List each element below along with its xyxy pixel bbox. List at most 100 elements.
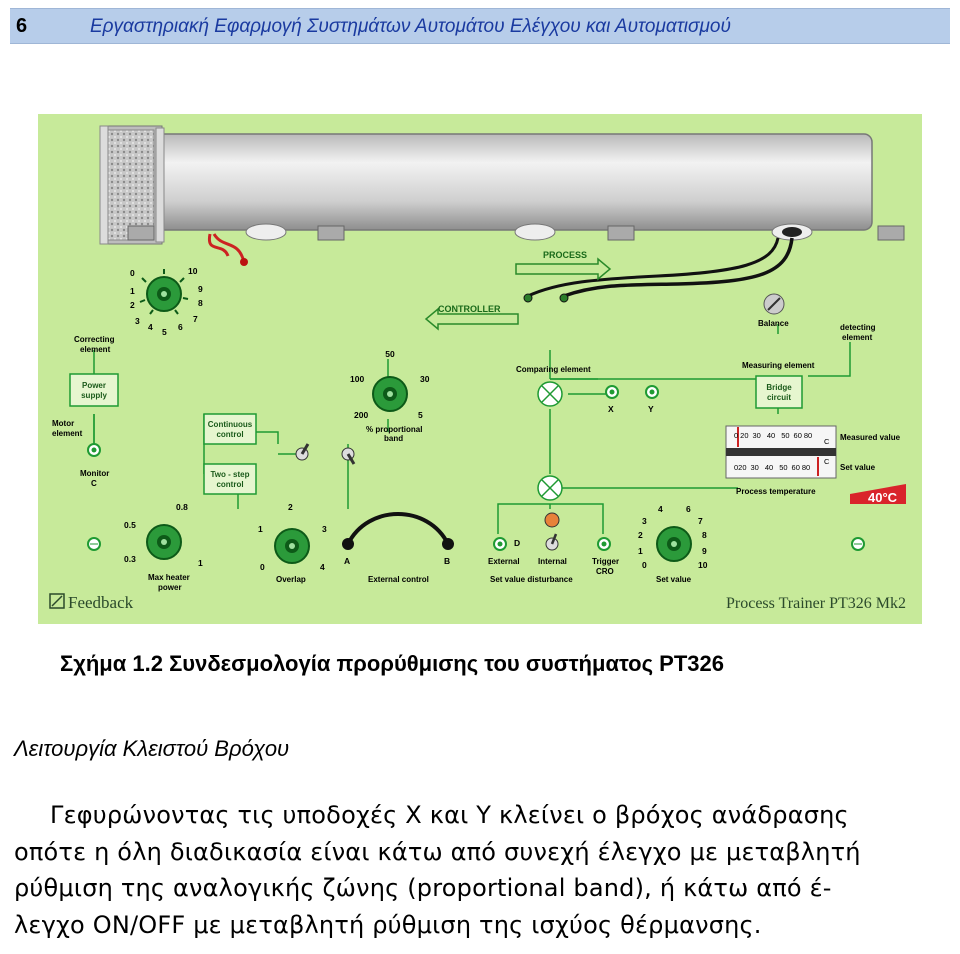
set-value-disturbance-label: Set value disturbance	[490, 575, 573, 584]
disturbance-mixer-symbol	[537, 475, 563, 501]
section-title: Λειτουργία Κλειστού Βρόχου	[14, 736, 290, 761]
heater-label-0.8: 0.8	[176, 502, 188, 512]
body-paragraph: Γεφυρώνοντας τις υποδοχές X και Y κλείνε…	[14, 797, 946, 943]
sv-label-7: 7	[698, 516, 703, 526]
controller-label: CONTROLLER	[438, 304, 501, 314]
internal-switch[interactable]	[545, 533, 559, 551]
pb-label-5: 5	[418, 410, 423, 420]
sv-label-0: 0	[642, 560, 647, 570]
two-step-control-label-1: Two - step	[211, 470, 250, 479]
sv-label-1: 1	[638, 546, 643, 556]
external-control-link[interactable]	[346, 512, 450, 545]
set-value-dial[interactable]	[656, 526, 692, 562]
set-value-knob-label: Set value	[656, 575, 692, 584]
sv-label-6: 6	[686, 504, 691, 514]
feedback-logo: Feedback	[68, 593, 134, 612]
max-heater-label-2: power	[158, 583, 182, 592]
running-title: Εργαστηριακή Εφαρμογή Συστημάτων Αυτομάτ…	[90, 16, 731, 37]
overlap-label-3: 3	[322, 524, 327, 534]
temperature-badge	[850, 484, 906, 504]
dial1-label-10: 10	[188, 266, 198, 276]
dial1-label-3: 3	[135, 316, 140, 326]
correcting-element-label-2: element	[80, 345, 111, 354]
sv-label-9: 9	[702, 546, 707, 556]
bridge-circuit-label-2: circuit	[767, 393, 791, 402]
set-value-meter-label: Set value	[840, 463, 876, 472]
correcting-element-dial[interactable]	[139, 269, 189, 315]
meter-unit-top: C	[824, 437, 830, 446]
temperature-readout: 40°C	[868, 490, 898, 505]
overlap-label: Overlap	[276, 575, 306, 584]
meter-unit-bottom: C	[824, 457, 830, 466]
measured-value-label: Measured value	[840, 433, 901, 442]
cro-label: CRO	[596, 567, 614, 576]
socket-x-label: X	[608, 404, 614, 414]
socket-d[interactable]	[493, 537, 507, 551]
mode-switch-left[interactable]	[295, 443, 310, 461]
motor-element-label-2: element	[52, 429, 83, 438]
diagram-panel: PROCESS CONTROLLER	[38, 114, 922, 624]
page-header: 6 Εργαστηριακή Εφαρμογή Συστημάτων Αυτομ…	[10, 8, 950, 44]
dial1-label-6: 6	[178, 322, 183, 332]
motor-element-label-1: Motor	[52, 419, 74, 428]
max-heater-power-dial[interactable]	[146, 524, 182, 560]
heater-label-1: 1	[198, 558, 203, 568]
pb-label-30: 30	[420, 374, 430, 384]
measuring-element-label: Measuring element	[742, 361, 815, 370]
pt326-diagram-figure: PROCESS CONTROLLER	[38, 114, 922, 624]
terminal-a-label: A	[344, 556, 350, 566]
two-step-control-box	[203, 463, 257, 495]
socket-x[interactable]	[605, 385, 619, 399]
pb-label-50: 50	[385, 349, 395, 359]
ground-socket-right[interactable]	[851, 537, 865, 551]
internal-label: Internal	[538, 557, 567, 566]
terminal-a[interactable]	[342, 538, 354, 550]
feedback-logo-icon	[49, 593, 65, 609]
heater-label-0.5: 0.5	[124, 520, 136, 530]
sv-label-2: 2	[638, 530, 643, 540]
bridge-circuit-box	[755, 375, 803, 409]
internal-indicator-lamp	[544, 512, 560, 528]
terminal-b[interactable]	[442, 538, 454, 550]
pb-label-100: 100	[350, 374, 364, 384]
proportional-band-label-1: % proportional	[366, 425, 422, 434]
overlap-label-0: 0	[260, 562, 265, 572]
paragraph-line-1: Γεφυρώνοντας τις υποδοχές X και Y κλείνε…	[50, 801, 849, 829]
overlap-label-4: 4	[320, 562, 325, 572]
overlap-dial[interactable]	[274, 528, 310, 564]
mode-switch-right[interactable]	[341, 447, 356, 465]
figure-caption: Σχήμα 1.2 Συνδεσμολογία προρύθμισης του …	[60, 651, 724, 676]
balance-label: Balance	[758, 319, 789, 328]
temperature-meter	[725, 425, 837, 479]
proportional-band-dial[interactable]	[372, 376, 408, 412]
dial1-label-2: 2	[130, 300, 135, 310]
socket-d-label: D	[514, 538, 520, 548]
trigger-label: Trigger	[592, 557, 619, 566]
balance-knob[interactable]	[763, 293, 785, 315]
dial1-label-0: 0	[130, 268, 135, 278]
ground-socket-left[interactable]	[87, 537, 101, 551]
power-supply-label-1: Power	[82, 381, 106, 390]
dial1-label-7: 7	[193, 314, 198, 324]
proportional-band-label-2: band	[384, 434, 403, 443]
trigger-cro-socket[interactable]	[597, 537, 611, 551]
sv-label-3: 3	[642, 516, 647, 526]
pb-label-200: 200	[354, 410, 368, 420]
socket-y[interactable]	[645, 385, 659, 399]
heater-label-0.3: 0.3	[124, 554, 136, 564]
process-temperature-label: Process temperature	[736, 487, 816, 496]
external-control-label: External control	[368, 575, 429, 584]
terminal-b-label: B	[444, 556, 450, 566]
continuous-control-label-2: control	[216, 430, 243, 439]
comparing-element-symbol	[537, 381, 563, 407]
socket-y-label: Y	[648, 404, 654, 414]
two-step-control-label-2: control	[216, 480, 243, 489]
sv-label-10: 10	[698, 560, 708, 570]
continuous-control-label-1: Continuous	[208, 420, 253, 429]
dial1-label-4: 4	[148, 322, 153, 332]
bridge-circuit-label-1: Bridge	[766, 383, 792, 392]
dial1-label-9: 9	[198, 284, 203, 294]
dial1-label-5: 5	[162, 327, 167, 337]
